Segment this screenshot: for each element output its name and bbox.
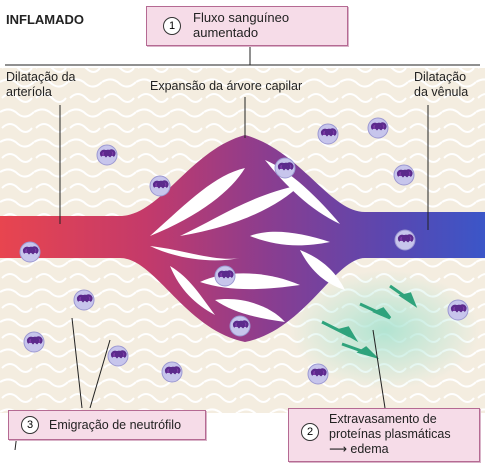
step-3-line1: Emigração de neutrófilo (49, 418, 182, 432)
step-1-number: 1 (163, 17, 181, 35)
step-3-box: 3 Emigração de neutrófilo (8, 410, 206, 440)
step-1-box: 1 Fluxo sanguíneo aumentado (146, 6, 348, 46)
arteriole-label-line1: Dilatação da (6, 70, 76, 84)
edema-arrows (321, 284, 418, 360)
capillary-tree (0, 135, 485, 342)
leukocyte-cell (22, 330, 46, 354)
venule-label-line2: da vênula (414, 85, 469, 99)
leukocyte-cell (160, 360, 184, 384)
leader-lines (5, 46, 480, 451)
right-arrow-icon: ⟶ (329, 442, 347, 456)
leukocyte-cell (393, 228, 417, 252)
leukocyte-cell (316, 122, 340, 146)
step-1-line2: aumentado (193, 25, 259, 40)
venule-label-line1: Dilatação (414, 70, 467, 84)
leukocyte-cell (366, 116, 390, 140)
leukocyte-cell (148, 174, 172, 198)
leukocyte-cell (228, 314, 252, 338)
leukocyte-cell (213, 264, 237, 288)
step-2-number: 2 (301, 423, 319, 441)
leukocyte-cell (106, 344, 130, 368)
step-2-box: 2 Extravasamento de proteínas plasmática… (288, 408, 480, 462)
step-1-line1: Fluxo sanguíneo (193, 10, 290, 25)
edema-label: edema (350, 442, 389, 456)
step-3-number: 3 (21, 416, 39, 434)
capillary-label: Expansão da árvore capilar (150, 79, 303, 93)
leukocyte-cell (273, 156, 297, 180)
leukocyte-cell (72, 288, 96, 312)
step-2-line2: proteínas plasmáticas (329, 427, 451, 441)
edema-area (290, 270, 480, 390)
leukocyte-cell (95, 143, 119, 167)
step-2-line3: ⟶ edema (329, 442, 389, 456)
leukocyte-cell (446, 298, 470, 322)
step-2-line1: Extravasamento de (329, 412, 437, 426)
leukocyte-cell (18, 240, 42, 264)
arteriole-label-line2: arteríola (6, 85, 52, 99)
leukocyte-cell (306, 362, 330, 386)
leukocyte-cell (392, 163, 416, 187)
diagram-title: INFLAMADO (6, 12, 84, 27)
